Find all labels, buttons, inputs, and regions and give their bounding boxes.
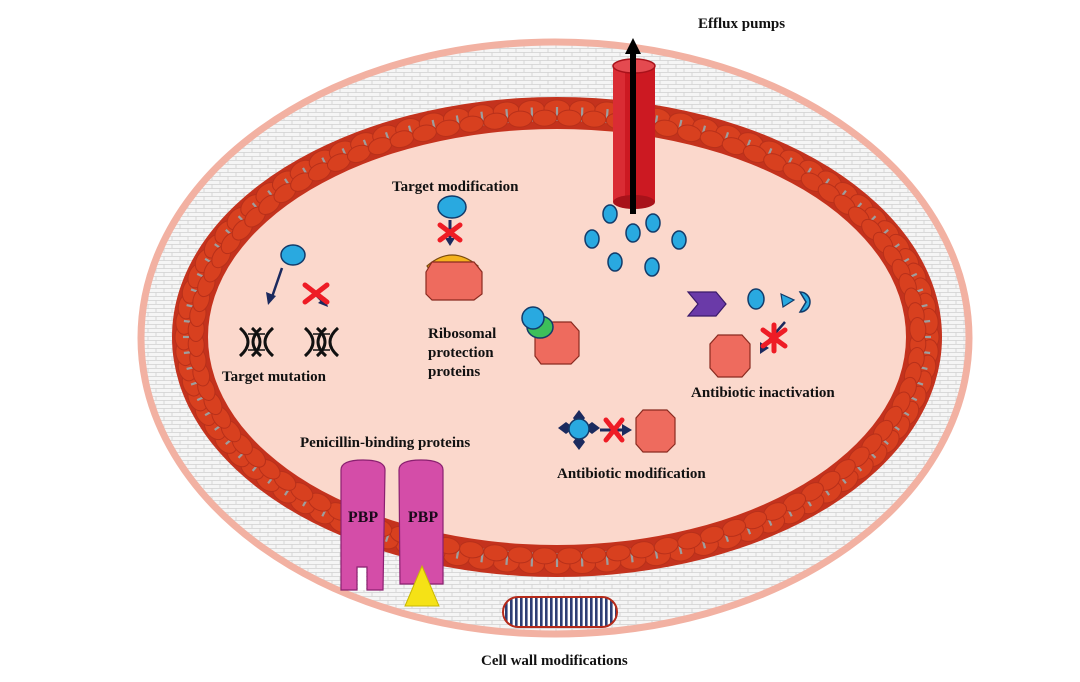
lipid-head-inner xyxy=(556,547,582,565)
lipid-head-inner xyxy=(909,317,927,342)
lipid-head-inner xyxy=(507,110,533,128)
lipid-head-inner xyxy=(556,109,582,127)
lipid-head-inner xyxy=(532,547,558,565)
label-target-mutation: Target mutation xyxy=(222,369,327,385)
label-penicillin-binding: Penicillin-binding proteins xyxy=(300,435,471,451)
label-target-modification: Target modification xyxy=(392,179,519,195)
ribosomal-protection-icon xyxy=(521,306,580,365)
label-antibiotic-modification: Antibiotic modification xyxy=(557,466,706,482)
pbp-right: PBP xyxy=(398,459,444,607)
label-cell-wall-modifications: Cell wall modifications xyxy=(481,653,628,669)
label-efflux-pumps: Efflux pumps xyxy=(698,16,786,32)
pbp-left-label: PBP xyxy=(348,509,378,526)
pbp-left: PBP xyxy=(340,459,386,591)
dna-helix-right xyxy=(303,326,340,358)
antibiotic-modification-icon xyxy=(558,409,676,453)
antibiotic-molecules-efflux xyxy=(584,204,687,277)
target-mutation-icon xyxy=(238,244,340,358)
antibiotic-inactivation-icon xyxy=(686,288,811,378)
label-antibiotic-inactivation: Antibiotic inactivation xyxy=(691,385,835,401)
efflux-arrow xyxy=(625,38,641,214)
label-ribosomal-protection: Ribosomal protection proteins xyxy=(428,326,497,380)
cell-wall-modification-capsule xyxy=(502,596,618,628)
target-modification-icon xyxy=(425,195,483,301)
pbp-right-label: PBP xyxy=(408,509,438,526)
dna-helix-left xyxy=(238,326,275,358)
lipid-head-inner xyxy=(581,546,607,564)
lipid-head-inner xyxy=(532,109,558,127)
